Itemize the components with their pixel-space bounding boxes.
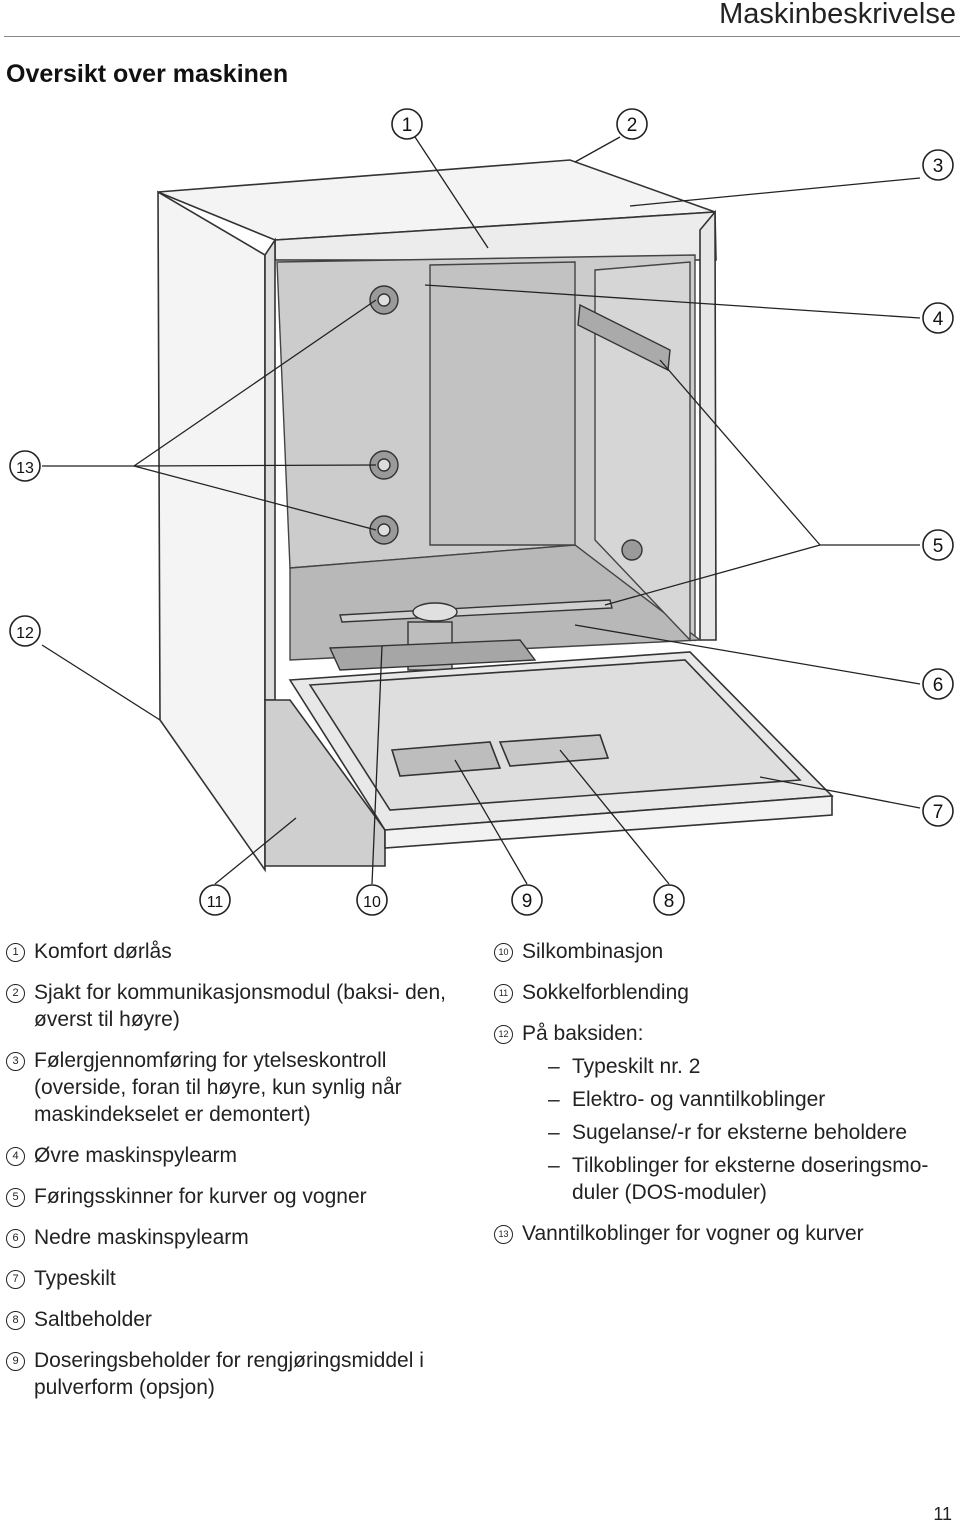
legend-item-3: 3 Følergjennomføring for ytelseskontroll … <box>6 1047 476 1128</box>
legend-subtext: Elektro- og vanntilkoblinger <box>572 1088 826 1111</box>
legend-text: Saltbeholder <box>34 1308 152 1331</box>
leader-lines <box>41 136 921 885</box>
legend-text: Komfort dørlås <box>34 940 172 963</box>
svg-text:11: 11 <box>207 894 224 911</box>
legend-subitem: –Elektro- og vanntilkoblinger <box>522 1086 954 1113</box>
callout-13: 13 <box>9 450 41 482</box>
tub <box>276 254 702 661</box>
legend-item-10: 10 Silkombinasjon <box>494 938 954 965</box>
legend-num: 12 <box>494 1025 513 1044</box>
legend-item-11: 11 Sokkelforblending <box>494 979 954 1006</box>
legend-left: 1 Komfort dørlås 2 Sjakt for kommunikasjon… <box>6 938 476 1415</box>
legend-text: Doseringsbeholder for rengjøringsmiddel … <box>34 1349 424 1399</box>
svg-text:4: 4 <box>933 309 944 330</box>
door <box>288 651 834 849</box>
svg-text:7: 7 <box>933 802 944 823</box>
cabinet <box>157 159 717 873</box>
callout-9: 9 <box>511 884 543 916</box>
legend-num: 13 <box>494 1225 513 1244</box>
callout-2: 2 <box>616 108 648 140</box>
svg-text:9: 9 <box>522 891 533 912</box>
legend-num: 7 <box>6 1270 25 1289</box>
callout-11: 11 <box>199 884 231 916</box>
legend-text: Føringsskinner for kurver og vogner <box>34 1185 367 1208</box>
legend-item-6: 6 Nedre maskinspylearm <box>6 1224 476 1251</box>
svg-text:5: 5 <box>933 536 944 557</box>
callout-10: 10 <box>356 884 388 916</box>
legend-text: Vanntilkoblinger for vogner og kurver <box>522 1222 864 1245</box>
callout-12: 12 <box>9 615 41 647</box>
header-rule <box>4 36 960 37</box>
legend-num: 1 <box>6 943 25 962</box>
legend-text: Typeskilt <box>34 1267 116 1290</box>
legend-num: 10 <box>494 943 513 962</box>
nozzles <box>369 285 643 561</box>
legend-num: 2 <box>6 984 25 1003</box>
callout-6: 6 <box>922 668 954 700</box>
callout-1: 1 <box>391 108 423 140</box>
legend-item-1: 1 Komfort dørlås <box>6 938 476 965</box>
legend-subitem: –Typeskilt nr. 2 <box>522 1053 954 1080</box>
callout-8: 8 <box>653 884 685 916</box>
legend-subitem: –Tilkoblinger for eksterne doseringsmo- … <box>522 1152 954 1206</box>
legend-right: 10 Silkombinasjon 11 Sokkelforblending 12 P… <box>494 938 954 1261</box>
legend-num: 4 <box>6 1147 25 1166</box>
svg-text:6: 6 <box>933 675 944 696</box>
legend-subtext: Typeskilt nr. 2 <box>572 1055 701 1078</box>
legend-item-8: 8 Saltbeholder <box>6 1306 476 1333</box>
dash-glyph: – <box>548 1055 560 1078</box>
svg-text:10: 10 <box>363 894 381 911</box>
svg-text:12: 12 <box>16 625 34 642</box>
header-title: Maskinbeskrivelse <box>719 0 956 30</box>
legend-num: 8 <box>6 1311 25 1330</box>
dash-glyph: – <box>548 1088 560 1111</box>
legend-num: 3 <box>6 1052 25 1071</box>
legend-item-7: 7 Typeskilt <box>6 1265 476 1292</box>
dash-glyph: – <box>548 1154 560 1177</box>
legend-text: Nedre maskinspylearm <box>34 1226 249 1249</box>
svg-text:3: 3 <box>933 156 944 177</box>
legend-text: Sokkelforblending <box>522 981 689 1004</box>
legend-num: 5 <box>6 1188 25 1207</box>
legend-item-13: 13 Vanntilkoblinger for vogner og kurver <box>494 1220 954 1247</box>
legend-item-2: 2 Sjakt for kommunikasjonsmodul (baksi- d… <box>6 979 476 1033</box>
legend-num: 9 <box>6 1352 25 1371</box>
callout-5: 5 <box>922 529 954 561</box>
legend-text: Silkombinasjon <box>522 940 664 963</box>
svg-text:1: 1 <box>402 115 413 136</box>
legend-num: 11 <box>494 984 513 1003</box>
legend-subitem: –Sugelanse/-r for eksterne beholdere <box>522 1119 954 1146</box>
legend-text: Følergjennomføring for ytelseskontroll (… <box>34 1049 402 1126</box>
legend-subtext: Sugelanse/-r for eksterne beholdere <box>572 1121 908 1144</box>
legend-item-4: 4 Øvre maskinspylearm <box>6 1142 476 1169</box>
page-number: 11 <box>933 1504 952 1524</box>
legend-subtext: Tilkoblinger for eksterne doseringsmo- d… <box>572 1154 929 1204</box>
callout-4: 4 <box>922 302 954 334</box>
callout-7: 7 <box>922 795 954 827</box>
legend-text: Øvre maskinspylearm <box>34 1144 238 1167</box>
legend-text: På baksiden: <box>522 1022 644 1045</box>
legend-item-9: 9 Doseringsbeholder for rengjøringsmiddel… <box>6 1347 476 1401</box>
callout-3: 3 <box>922 149 954 181</box>
svg-text:13: 13 <box>16 460 34 477</box>
section-title: Oversikt over maskinen <box>6 60 289 88</box>
legend-num: 6 <box>6 1229 25 1248</box>
legend-item-5: 5 Føringsskinner for kurver og vogner <box>6 1183 476 1210</box>
dash-glyph: – <box>548 1121 560 1144</box>
dishwasher-diagram: 1 2 3 4 5 6 7 8 9 10 11 12 13 <box>9 108 954 916</box>
svg-text:2: 2 <box>627 115 638 136</box>
legend-text: Sjakt for kommunikasjonsmodul (baksi- de… <box>34 981 447 1031</box>
svg-text:8: 8 <box>664 891 675 912</box>
